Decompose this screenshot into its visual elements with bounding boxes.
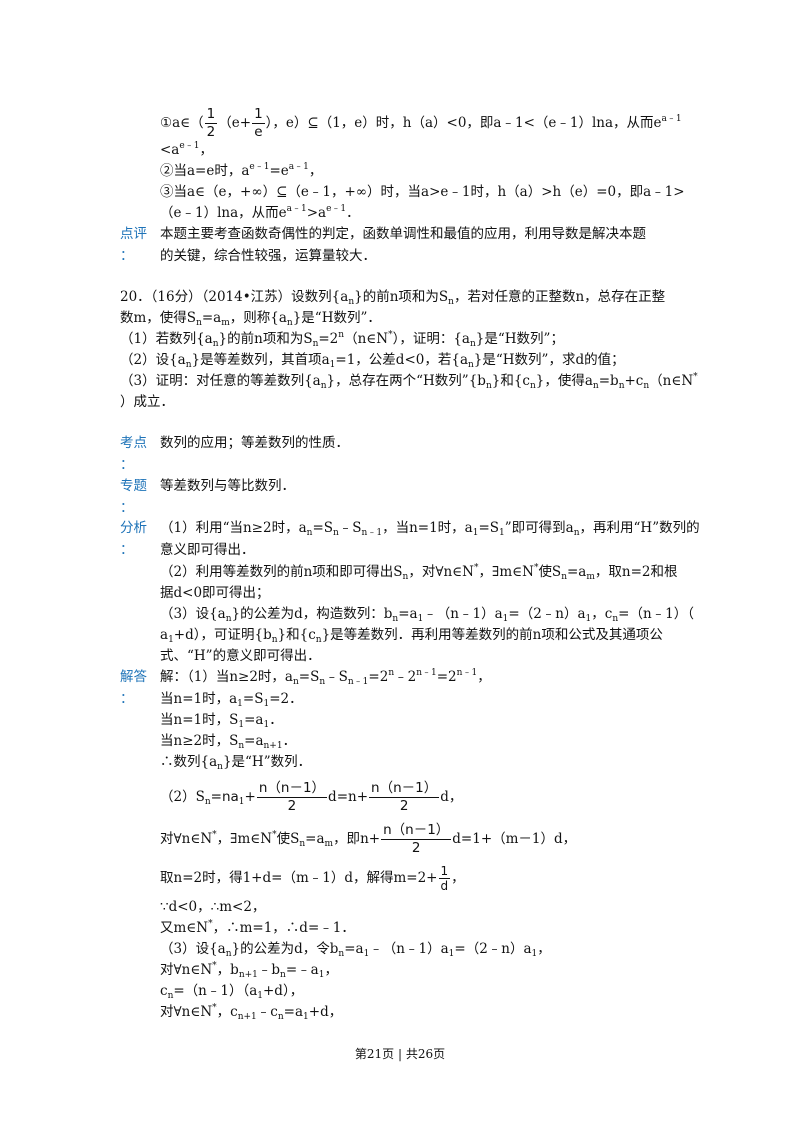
- kaodian-text: 数列的应用；等差数列的性质．: [160, 435, 349, 451]
- page-footer: 第21页 | 共26页: [354, 1047, 446, 1061]
- review-colon: ：: [120, 248, 134, 264]
- jieda-line3: 当n=1时，S1=a1．: [160, 712, 283, 730]
- jieda-line13: cn=（n﹣1）（a1+d），: [160, 983, 304, 1001]
- line-case3-cont: （e﹣1）lna，从而ea﹣1>ae﹣1．: [160, 204, 360, 222]
- jieda-line14: 对∀n∈N*，cn+1﹣cn=a1+d，: [160, 1003, 343, 1022]
- fraction-n-n-minus-1-over-2: n（n－1）2: [256, 780, 328, 814]
- jieda-line5: ∴数列{an}是“H”数列．: [160, 754, 312, 772]
- q20-part1: （1）若数列{an}的前n项和为Sn=2n（n∈N*），证明：{an}是“H数列…: [120, 330, 564, 349]
- fenxi-line6: a1+d），可证明{bn}和{cn}是等差数列．再利用等差数列的前n项和公式及其…: [160, 627, 663, 645]
- q20-line1: 20．（16分）（2014•江苏）设数列{an}的前n项和为Sn，若对任意的正整…: [120, 289, 666, 307]
- fenxi-line2: 意义即可得出．: [160, 542, 255, 558]
- q20-line2: 数m，使得Sn=am，则称{an}是“H数列”．: [120, 310, 381, 328]
- line-case1-cont: <ae﹣1，: [160, 141, 213, 159]
- jieda-line9: ∵d<0，∴m<2，: [160, 899, 266, 915]
- jieda-line4: 当n≥2时，Sn=an+1．: [160, 733, 297, 751]
- review-text-1: 本题主要考查函数奇偶性的判定，函数单调性和最值的应用，利用导数是解决本题: [160, 226, 646, 242]
- jieda-line11: （3）设{an}的公差为d，令bn=a1﹣（n﹣1）a1=（2﹣n）a1，: [160, 941, 551, 959]
- jieda-line2: 当n=1时，a1=S1=2．: [160, 691, 303, 709]
- kaodian-tag: 考点: [120, 435, 147, 451]
- fenxi-line5: （3）设{an}的公差为d，构造数列：bn=a1﹣（n﹣1）a1=（2﹣n）a1…: [160, 606, 694, 624]
- jieda-line10: 又m∈N*，∴m=1，∴d=﹣1．: [160, 919, 355, 937]
- review-tag: 点评: [120, 226, 147, 242]
- zhuanti-text: 等差数列与等比数列．: [160, 478, 295, 494]
- fenxi-tag: 分析: [120, 520, 147, 536]
- zhuanti-tag: 专题: [120, 478, 147, 494]
- jieda-colon: ：: [120, 691, 134, 707]
- q20-part3: （3）证明：对任意的等差数列{an}，总存在两个“H数列”{bn}和{cn}，使…: [120, 372, 698, 391]
- q20-part3-cont: ）成立．: [120, 394, 174, 410]
- line-case3: ③当a∈（e，+∞）⊆（e﹣1，+∞）时，当a>e﹣1时，h（a）>h（e）=0…: [160, 184, 685, 200]
- jieda-tag: 解答: [120, 669, 147, 685]
- zhuanti-colon: ：: [120, 500, 134, 516]
- fenxi-line7: 式、“H”的意义即可得出．: [160, 648, 321, 664]
- fenxi-colon: ：: [120, 542, 134, 558]
- fenxi-line4: 据d<0即可得出；: [160, 585, 270, 601]
- fenxi-line1: （1）利用“当n≥2时，an=Sn﹣Sn﹣1，当n=1时，a1=S1”即可得到a…: [160, 520, 700, 538]
- fraction-n-n-minus-1-over-2: n（n－1）2: [381, 822, 452, 856]
- fenxi-line3: （2）利用等差数列的前n项和即可得出Sn，对∀n∈N*，∃m∈N*使Sn=am，…: [160, 563, 678, 582]
- q20-part2: （2）设{an}是等差数列，其首项a1=1，公差d<0，若{an}是“H数列”，…: [120, 352, 625, 370]
- jieda-line1: 解：（1）当n≥2时，an=Sn﹣Sn﹣1=2n﹣2n﹣1=2n﹣1，: [160, 668, 491, 687]
- fraction-n-n-minus-1-over-2: n（n－1）2: [369, 780, 440, 814]
- jieda-line12: 对∀n∈N*，bn+1﹣bn=﹣a1，: [160, 961, 338, 980]
- line-case2: ②当a=e时，ae﹣1=ea﹣1，: [160, 162, 323, 180]
- review-text-2: 的关键，综合性较强，运算量较大．: [160, 248, 376, 264]
- kaodian-colon: ：: [120, 457, 134, 473]
